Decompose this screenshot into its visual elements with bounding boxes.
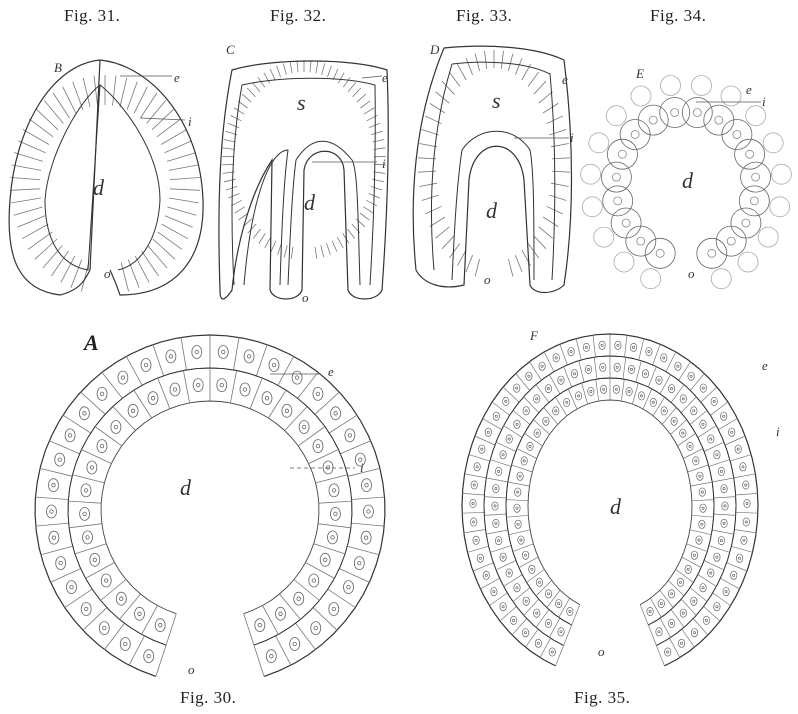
fig31-label-d: d bbox=[93, 175, 105, 200]
fig34-label-d: d bbox=[682, 168, 694, 193]
fig30-label-e: e bbox=[328, 364, 334, 379]
fig32-label-d: d bbox=[304, 190, 316, 215]
figure-30: A e i d o bbox=[20, 320, 400, 690]
fig34-label-o: o bbox=[688, 266, 695, 281]
figure-34: E e i d o bbox=[586, 40, 786, 310]
figure-33-drawing: D e s i d o bbox=[404, 40, 584, 310]
fig35-label-i: i bbox=[776, 424, 780, 439]
fig30-panel-letter: A bbox=[82, 330, 99, 355]
fig32-label-e: e bbox=[382, 70, 388, 85]
figure-35: F e i d o bbox=[450, 320, 790, 690]
figure-32-drawing: C e s i d o bbox=[212, 40, 402, 310]
figure-35-drawing: F e i d o bbox=[450, 320, 790, 690]
fig30-label-o: o bbox=[188, 662, 195, 677]
figure-32: C e s i d o bbox=[212, 40, 402, 310]
fig33-label-e: e bbox=[562, 72, 568, 87]
caption-fig-33: Fig. 33. bbox=[456, 6, 512, 26]
fig31-label-o: o bbox=[104, 266, 111, 281]
fig32-label-o: o bbox=[302, 290, 309, 305]
figure-33: D e s i d o bbox=[404, 40, 584, 310]
fig34-label-e: e bbox=[746, 82, 752, 97]
caption-fig-30: Fig. 30. bbox=[180, 688, 236, 708]
fig35-label-d: d bbox=[610, 494, 622, 519]
fig33-label-o: o bbox=[484, 272, 491, 287]
fig32-panel-letter: C bbox=[226, 42, 235, 57]
fig35-label-e: e bbox=[762, 358, 768, 373]
fig35-panel-letter: F bbox=[529, 328, 539, 343]
caption-fig-35: Fig. 35. bbox=[574, 688, 630, 708]
fig30-label-d: d bbox=[180, 475, 192, 500]
figure-30-drawing: A e i d o bbox=[20, 320, 400, 690]
fig32-label-s: s bbox=[297, 90, 306, 115]
fig31-label-i: i bbox=[188, 114, 192, 129]
fig33-label-s: s bbox=[492, 88, 501, 113]
figure-31-drawing: B e i d o bbox=[0, 40, 210, 310]
fig31-label-e: e bbox=[174, 70, 180, 85]
caption-fig-32: Fig. 32. bbox=[270, 6, 326, 26]
fig31-panel-letter: B bbox=[54, 60, 62, 75]
figure-34-drawing: E e i d o bbox=[586, 40, 786, 310]
fig35-label-o: o bbox=[598, 644, 605, 659]
caption-fig-34: Fig. 34. bbox=[650, 6, 706, 26]
fig33-label-d: d bbox=[486, 198, 498, 223]
figure-31: B e i d o bbox=[0, 40, 210, 310]
fig34-label-i: i bbox=[762, 94, 766, 109]
fig33-panel-letter: D bbox=[429, 42, 440, 57]
fig34-panel-letter: E bbox=[635, 66, 644, 81]
fig30-label-i: i bbox=[360, 460, 364, 475]
fig32-label-i: i bbox=[382, 156, 386, 171]
fig33-label-i: i bbox=[570, 130, 574, 145]
caption-fig-31: Fig. 31. bbox=[64, 6, 120, 26]
